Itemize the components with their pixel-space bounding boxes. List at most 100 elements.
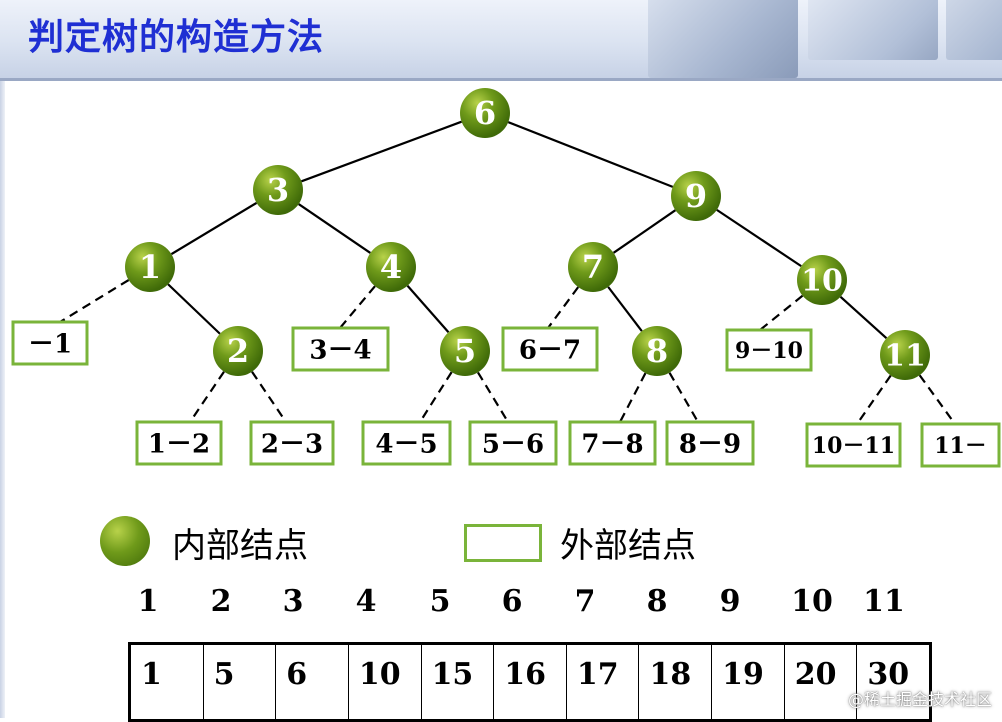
external-node-label: 4－5 — [375, 429, 437, 459]
array-cell: 17 — [567, 645, 640, 719]
array-index-label: 6 — [501, 584, 523, 619]
array-index-label: 4 — [355, 584, 377, 619]
slide-title: 判定树的构造方法 — [28, 17, 325, 58]
internal-node-label: 3 — [267, 171, 289, 209]
external-node-label: 5－6 — [482, 429, 544, 459]
external-node-box — [568, 420, 657, 466]
edge-n1-e0 — [59, 279, 130, 323]
internal-node-label: 7 — [582, 248, 604, 286]
internal-node-circle — [440, 326, 490, 376]
array-index-label: 3 — [282, 584, 304, 619]
internal-node-label: 10 — [801, 264, 843, 299]
external-node-box — [468, 420, 558, 466]
edge-n1-n2 — [167, 283, 221, 335]
edge-n7-n8 — [607, 286, 643, 332]
edge-n8-e8 — [668, 372, 699, 423]
internal-node-label: 2 — [227, 332, 249, 370]
array-index-label: 2 — [210, 584, 232, 619]
array-index-label: 5 — [429, 584, 451, 619]
internal-node-label: 4 — [380, 248, 402, 286]
edge-n2-e2 — [251, 371, 287, 423]
internal-node-circle — [125, 242, 175, 292]
array-cell: 19 — [712, 645, 785, 719]
external-node-label: 2－3 — [261, 429, 323, 459]
edge-n10-n11 — [839, 295, 888, 340]
edge-n4-e3 — [339, 285, 376, 329]
external-node-label: 3－4 — [309, 335, 371, 365]
external-node-box — [725, 328, 813, 372]
array-cell: 20 — [785, 645, 858, 719]
array-cell: 5 — [204, 645, 277, 719]
external-node-label: 6－7 — [519, 335, 581, 365]
internal-node-label: 11 — [884, 339, 926, 374]
array-cell: 1 — [131, 645, 204, 719]
array-index-label: 7 — [574, 584, 596, 619]
external-node-box — [135, 420, 223, 466]
internal-node-circle — [213, 326, 263, 376]
decorative-cube — [808, 0, 938, 60]
edge-n7-e6 — [547, 286, 580, 329]
internal-node-circle — [460, 88, 510, 138]
edge-n5-e5 — [477, 371, 509, 423]
external-node-label: 9－10 — [735, 338, 803, 364]
external-node-box — [11, 320, 89, 366]
edge-n6-n3 — [301, 120, 462, 183]
edge-n9-n10 — [716, 208, 802, 268]
external-node-label: －1 — [28, 329, 72, 359]
internal-node-circle — [880, 330, 930, 380]
external-node-box — [501, 326, 599, 372]
internal-node-circle — [671, 171, 721, 221]
external-node-box — [291, 326, 390, 372]
array-cell: 10 — [349, 645, 422, 719]
edge-n11-e11 — [918, 374, 956, 425]
edge-n9-n7 — [612, 209, 677, 254]
external-node-box — [249, 420, 335, 466]
left-decorative-strip — [0, 81, 5, 718]
internal-node-circle — [797, 255, 847, 305]
array-cell: 15 — [422, 645, 495, 719]
legend-internal-label: 内部结点 — [172, 526, 308, 566]
external-node-label: 7－8 — [581, 429, 643, 459]
array-index-label: 9 — [719, 584, 741, 619]
external-node-label: 11－ — [934, 433, 987, 459]
edge-n11-e10 — [856, 374, 892, 425]
array-cell: 30 — [867, 657, 910, 692]
edge-n2-e1 — [189, 371, 225, 423]
slide-header: 判定树的构造方法 — [0, 0, 1002, 81]
array-index-label: 11 — [863, 584, 905, 619]
internal-node-circle — [253, 165, 303, 215]
external-node-box — [665, 420, 755, 466]
internal-node-circle — [568, 242, 618, 292]
internal-node-label: 6 — [474, 94, 496, 132]
external-node-box — [920, 422, 1001, 468]
internal-node-circle — [366, 242, 416, 292]
array-index-label: 1 — [137, 584, 159, 619]
external-node-box — [805, 422, 902, 468]
legend-external-label: 外部结点 — [560, 526, 696, 566]
array-index-label: 10 — [791, 584, 833, 619]
decorative-cube — [648, 0, 798, 78]
legend-external-node-icon — [464, 524, 542, 562]
edge-n3-n4 — [298, 203, 371, 254]
array-cell: 18 — [639, 645, 713, 719]
external-node-label: 1－2 — [148, 429, 210, 459]
internal-node-circle — [632, 326, 682, 376]
internal-node-label: 8 — [646, 332, 668, 370]
internal-node-label: 1 — [139, 248, 161, 286]
internal-node-label: 5 — [454, 332, 476, 370]
edge-n6-n9 — [507, 121, 674, 188]
array-cell: 16 — [494, 645, 567, 719]
array-index-label: 8 — [646, 584, 668, 619]
external-node-label: 10－11 — [812, 433, 895, 459]
internal-node-label: 9 — [685, 177, 707, 215]
external-node-label: 8－9 — [679, 429, 741, 459]
edge-n3-n1 — [170, 201, 258, 256]
watermark: @稀土掘金技术社区 — [847, 690, 992, 709]
edge-n5-e4 — [419, 371, 453, 423]
decorative-cube — [946, 0, 1002, 60]
legend-internal-node-icon — [100, 516, 150, 566]
edge-n4-n5 — [406, 285, 450, 333]
edge-n8-e7 — [619, 372, 647, 423]
